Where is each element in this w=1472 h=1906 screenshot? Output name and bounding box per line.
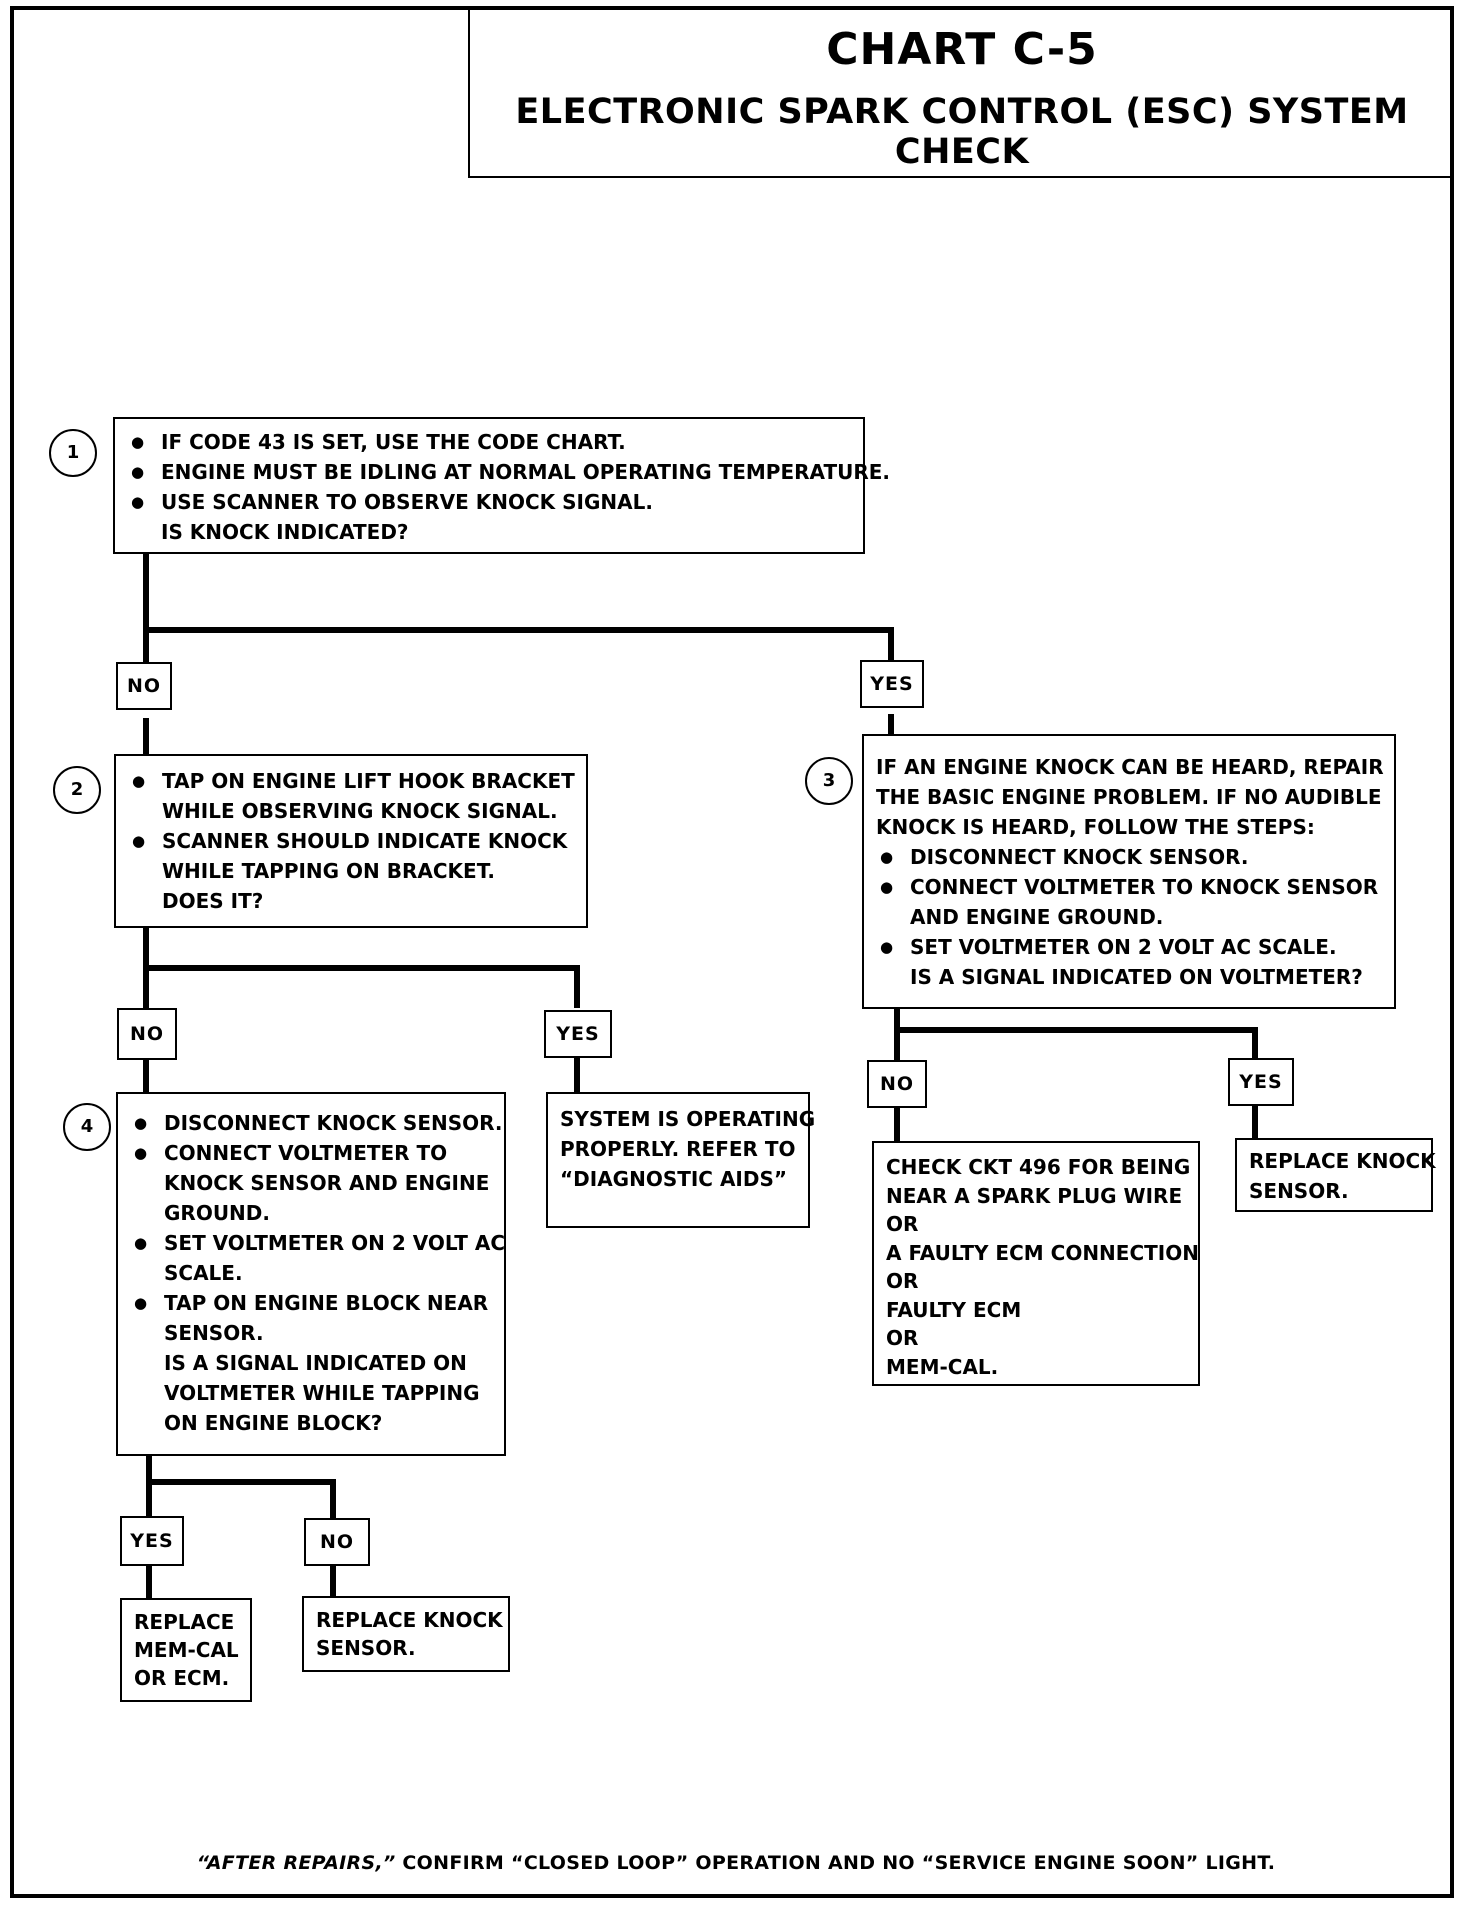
connector-2-split — [146, 965, 580, 1008]
chart-title: ELECTRONIC SPARK CONTROL (ESC) SYSTEM CH… — [515, 92, 1409, 172]
step-1-question: IS KNOCK INDICATED? — [161, 520, 409, 544]
step-4-marker: 4 — [63, 1103, 111, 1151]
step-3-bullet: SET VOLTMETER ON 2 VOLT AC SCALE. — [876, 932, 1382, 962]
title-block: CHART C-5 ELECTRONIC SPARK CONTROL (ESC)… — [468, 6, 1454, 178]
step-2-question: DOES IT? — [162, 889, 264, 913]
connector-3-split — [897, 1027, 1258, 1060]
step-3-marker: 3 — [805, 757, 853, 805]
step-4-bullet: DISCONNECT KNOCK SENSOR. — [130, 1108, 503, 1138]
connector-1-split — [146, 627, 894, 670]
footer-text: CONFIRM “CLOSED LOOP” OPERATION AND NO “… — [395, 1852, 1276, 1874]
step-3-question: IS A SIGNAL INDICATED ON VOLTMETER? — [910, 965, 1363, 989]
step-1-box: IF CODE 43 IS SET, USE THE CODE CHART. E… — [113, 417, 890, 554]
page-frame — [10, 6, 1454, 1898]
branch-no-1: NO — [116, 662, 172, 710]
step-2-marker: 2 — [53, 766, 101, 814]
footer-emphasis: “AFTER REPAIRS,” — [196, 1852, 396, 1874]
branch-yes-4: YES — [120, 1516, 184, 1566]
step-1-bullet: IF CODE 43 IS SET, USE THE CODE CHART. — [127, 427, 851, 457]
step-3-box: IF AN ENGINE KNOCK CAN BE HEARD, REPAIR … — [862, 734, 1396, 1009]
branch-no-4: NO — [304, 1518, 370, 1566]
step-1-bullet: ENGINE MUST BE IDLING AT NORMAL OPERATIN… — [127, 457, 890, 487]
connector-4-split — [149, 1479, 336, 1518]
step-4-box: DISCONNECT KNOCK SENSOR. CONNECT VOLTMET… — [116, 1092, 506, 1456]
branch-yes-1: YES — [860, 660, 924, 708]
result-replace-knock-sensor-right: REPLACE KNOCK SENSOR. — [1235, 1138, 1436, 1212]
step-4-question: IS A SIGNAL INDICATED ON VOLTMETER WHILE… — [164, 1351, 480, 1435]
branch-yes-2: YES — [544, 1010, 612, 1058]
chart-id: CHART C-5 — [826, 24, 1098, 75]
step-3-intro: IF AN ENGINE KNOCK CAN BE HEARD, REPAIR … — [876, 755, 1384, 839]
result-check-ckt-496: CHECK CKT 496 FOR BEING NEAR A SPARK PLU… — [872, 1141, 1200, 1386]
result-replace-knock-sensor-left: REPLACE KNOCK SENSOR. — [302, 1596, 510, 1672]
result-replace-mem-cal: REPLACE MEM-CAL OR ECM. — [120, 1598, 252, 1702]
step-1-marker: 1 — [49, 429, 97, 477]
step-1-bullet: USE SCANNER TO OBSERVE KNOCK SIGNAL. — [127, 487, 851, 517]
branch-yes-3: YES — [1228, 1058, 1294, 1106]
result-system-operating: SYSTEM IS OPERATING PROPERLY. REFER TO “… — [546, 1092, 815, 1228]
branch-no-3: NO — [867, 1060, 927, 1108]
branch-no-2: NO — [117, 1008, 177, 1060]
step-3-bullet: DISCONNECT KNOCK SENSOR. — [876, 842, 1382, 872]
footer-note: “AFTER REPAIRS,” CONFIRM “CLOSED LOOP” O… — [0, 1852, 1472, 1874]
